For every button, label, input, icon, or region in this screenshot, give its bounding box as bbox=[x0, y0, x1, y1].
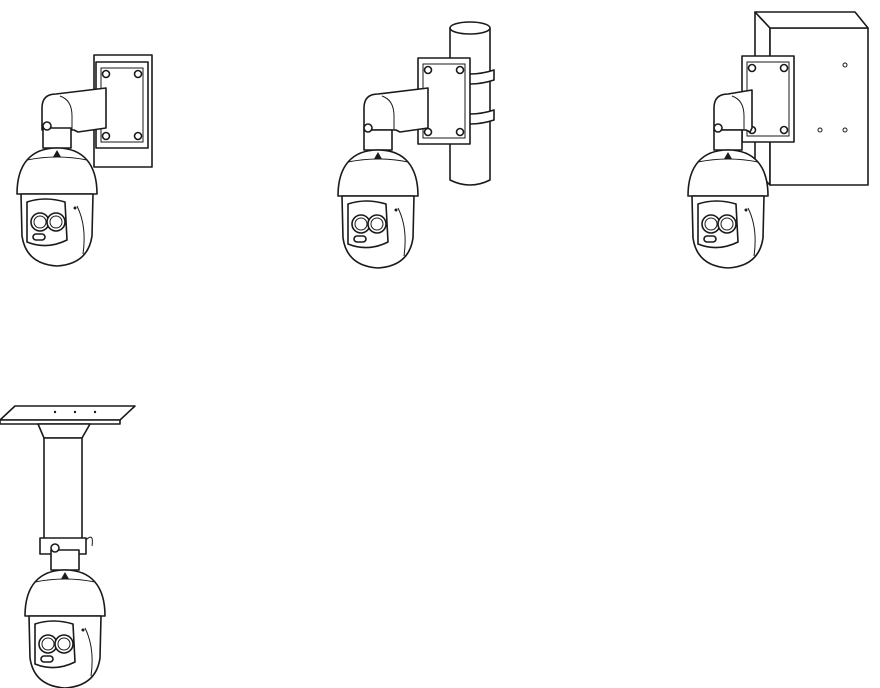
corner-mount-camera-icon bbox=[687, 11, 869, 269]
wall-mount-camera-icon bbox=[16, 54, 153, 267]
pole-mount-camera-icon bbox=[337, 21, 495, 269]
pendant-mount-camera-icon bbox=[0, 405, 136, 688]
